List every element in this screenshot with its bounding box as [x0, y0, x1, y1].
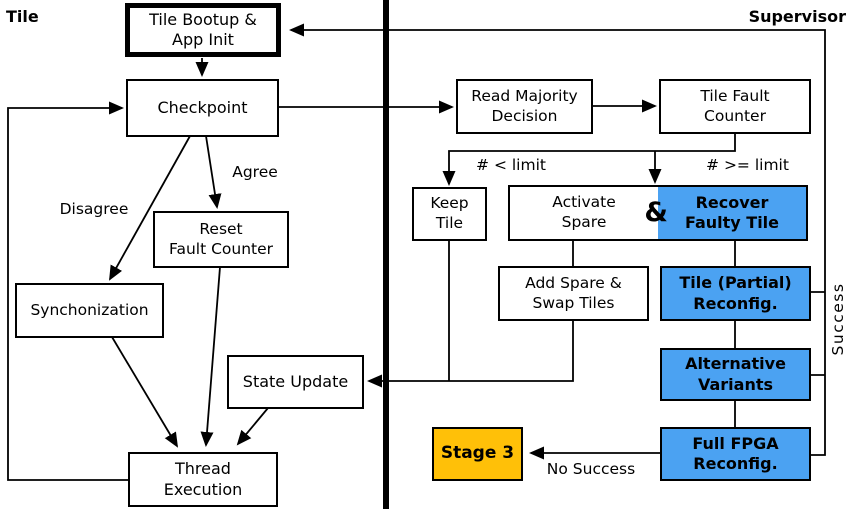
edge-label-disagree: Disagree — [59, 200, 129, 218]
edge-label-success: Success — [829, 282, 847, 356]
edge-label-no-success: No Success — [546, 460, 636, 478]
region-label-tile: Tile — [6, 7, 39, 26]
edge-reset-counter-to-thread — [200, 266, 221, 447]
node-reset-fault-counter: Reset Fault Counter — [153, 211, 289, 268]
node-stage-3: Stage 3 — [432, 427, 523, 481]
region-label-supervisor: Supervisor — [748, 7, 846, 26]
node-tile-bootup-app-init: Tile Bootup & App Init — [125, 3, 281, 57]
node-alternative-variants: Alternative Variants — [660, 348, 811, 401]
node-state-update: State Update — [227, 355, 364, 409]
node-full-fpga-reconfig: Full FPGA Reconfig. — [660, 427, 811, 481]
node-recover-faulty-tile: Recover Faulty Tile — [658, 187, 806, 239]
edge-success-feedback-to-bootup — [291, 30, 826, 456]
node-activate-spare-and-recover: Activate Spare Recover Faulty Tile & — [508, 185, 808, 241]
ampersand-join: & — [644, 196, 668, 228]
node-activate-spare: Activate Spare — [552, 193, 616, 231]
node-checkpoint: Checkpoint — [126, 79, 279, 137]
node-tile-partial-reconfig: Tile (Partial) Reconfig. — [660, 266, 811, 321]
node-keep-tile: Keep Tile — [412, 187, 487, 241]
edge-thread-loop-to-checkpoint — [7, 101, 128, 481]
node-tile-fault-counter: Tile Fault Counter — [659, 79, 811, 134]
edge-label-agree: Agree — [232, 163, 278, 181]
edge-sync-to-thread — [111, 336, 179, 448]
edge-checkpoint-agree — [205, 135, 222, 209]
node-add-spare-swap-tiles: Add Spare & Swap Tiles — [498, 266, 649, 321]
node-thread-execution: Thread Execution — [128, 452, 278, 507]
edge-label-count-at-or-above-limit: # >= limit — [706, 156, 789, 174]
node-read-majority-decision: Read Majority Decision — [456, 79, 593, 134]
edge-merge-to-state-update — [369, 240, 574, 381]
edge-label-count-below-limit: # < limit — [476, 156, 546, 174]
edge-checkpoint-disagree — [109, 135, 191, 281]
node-synchonization: Synchonization — [15, 283, 164, 338]
edge-state-update-to-thread — [236, 407, 269, 446]
edge-fault-counter-branch-keep-tile — [442, 133, 736, 186]
